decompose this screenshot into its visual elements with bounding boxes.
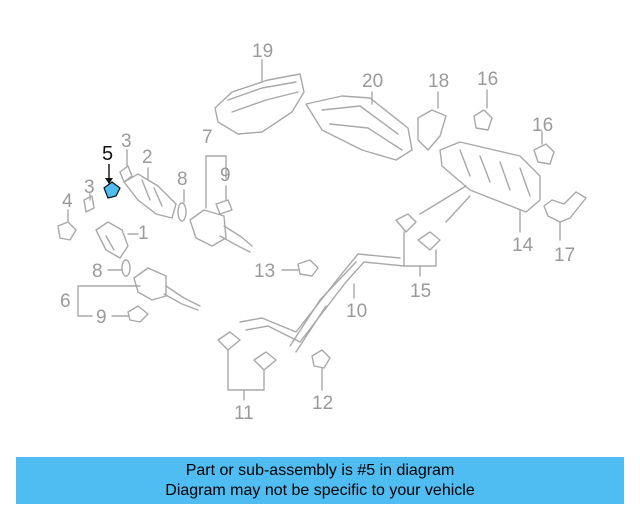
callout-14: 14 (512, 235, 534, 256)
part-20-heat-shield (305, 91, 413, 161)
callout-17: 17 (554, 245, 576, 266)
banner-line-1: Part or sub-assembly is #5 in diagram (185, 461, 455, 479)
part-16-hanger-lower (533, 131, 555, 165)
callout-3-lower: 3 (84, 177, 95, 198)
callout-11: 11 (234, 403, 254, 424)
callout-20: 20 (362, 71, 384, 92)
callout-15: 15 (410, 281, 432, 302)
part-5-highlighted[interactable] (103, 164, 121, 199)
callout-18: 18 (428, 71, 450, 92)
part-19-heat-shield (214, 59, 305, 135)
part-7-catalytic-converter (189, 155, 253, 253)
callout-9-lower: 9 (96, 307, 107, 328)
callout-9-upper: 9 (220, 165, 231, 186)
callout-3-upper: 3 (121, 131, 132, 152)
exhaust-parts-diagram (57, 59, 587, 401)
part-13-hanger (281, 259, 319, 277)
callout-1: 1 (138, 223, 149, 244)
callout-6: 6 (60, 291, 71, 312)
part-14-muffler (419, 141, 541, 233)
part-18-bracket (417, 91, 447, 151)
callout-19: 19 (252, 41, 274, 62)
part-12-hanger (311, 349, 331, 391)
part-8-gasket-lower (107, 259, 131, 277)
info-banner: Part or sub-assembly is #5 in diagram Di… (16, 457, 624, 504)
callout-2: 2 (142, 147, 153, 168)
callout-5: 5 (102, 143, 114, 165)
callout-12: 12 (312, 393, 334, 414)
callout-4: 4 (62, 191, 73, 212)
part-1-manifold (95, 221, 139, 259)
part-4-bracket (57, 209, 77, 241)
banner-line-2: Diagram may not be specific to your vehi… (165, 481, 475, 499)
part-10-intermediate-pipe (239, 253, 405, 353)
part-2-converter (123, 167, 177, 219)
callout-16-upper: 16 (477, 69, 499, 90)
part-9-bracket-upper (215, 185, 233, 215)
callout-7: 7 (202, 127, 213, 148)
part-8-gasket-upper (177, 189, 187, 222)
part-9-bracket-lower (111, 305, 149, 323)
callout-16-lower: 16 (532, 115, 554, 136)
part-3-bracket-upper (119, 149, 133, 183)
callout-8-upper: 8 (177, 169, 188, 190)
callout-10: 10 (346, 301, 368, 322)
callout-13: 13 (254, 261, 276, 282)
part-16-hanger-upper (473, 89, 493, 131)
part-11-clamps (217, 331, 277, 401)
part-15-clamps (395, 213, 441, 277)
callout-8-lower: 8 (92, 261, 103, 282)
part-6-front-pipe (77, 267, 201, 317)
part-3-bracket-lower (83, 193, 95, 213)
part-17-tailpipe (543, 191, 587, 241)
